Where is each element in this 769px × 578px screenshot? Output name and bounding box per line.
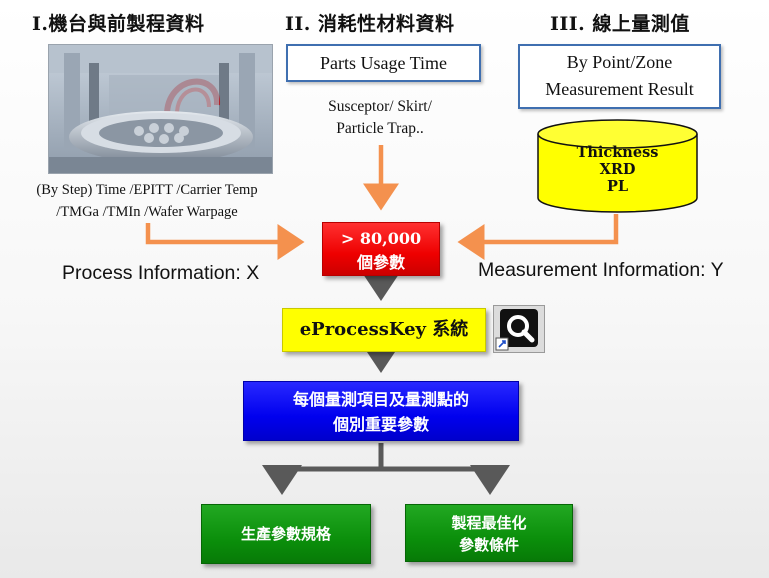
optimal-output-box: 製程最佳化 參數條件 <box>405 504 573 562</box>
param-count-value: > 80,000 <box>323 227 439 251</box>
process-info-label: Process Information: X <box>62 262 259 285</box>
key-params-box: 每個量測項目及量測點的 個別重要參數 <box>243 381 519 441</box>
arrow-process-to-params <box>148 223 300 242</box>
eprocesskey-system-box: eProcessKey 系統 <box>282 308 486 352</box>
magnifier-key-shortcut-icon[interactable] <box>493 305 545 353</box>
spec-output-label: 生產參數規格 <box>241 525 331 543</box>
param-count-unit: 個參數 <box>323 251 439 275</box>
key-params-line1: 每個量測項目及量測點的 <box>244 387 518 412</box>
arrow-measurement-to-params <box>462 214 616 242</box>
magnifier-key-icon <box>494 306 544 352</box>
measurement-info-label: Measurement Information: Y <box>478 259 724 282</box>
optimal-output-line2: 參數條件 <box>406 534 572 556</box>
spec-output-box: 生產參數規格 <box>201 504 371 564</box>
key-params-line2: 個別重要參數 <box>244 412 518 437</box>
eprocesskey-system-label: eProcessKey 系統 <box>300 319 469 340</box>
optimal-output-line1: 製程最佳化 <box>406 512 572 534</box>
param-count-box: > 80,000 個參數 <box>322 222 440 276</box>
arrow-keyparams-to-outputs <box>282 443 490 486</box>
